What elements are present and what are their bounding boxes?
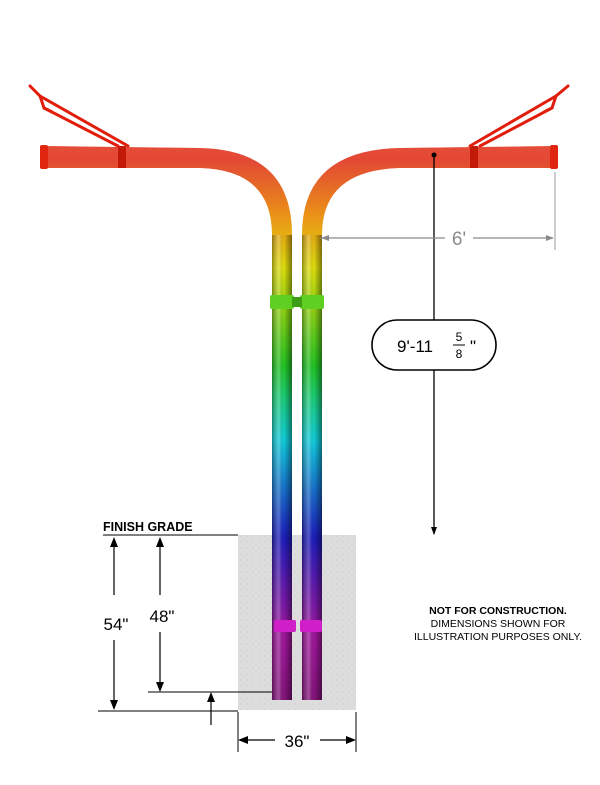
height-fraction-denominator: 8 (456, 347, 463, 361)
note-line-2: DIMENSIONS SHOWN FOR (431, 618, 566, 630)
embed-depth-label: 48" (150, 607, 175, 626)
left-luminaire-bracket (28, 84, 130, 148)
arm-reach-label: 6' (452, 229, 466, 250)
arm-reach-dimension: 6' (320, 172, 556, 250)
concrete-footing (238, 535, 356, 710)
left-arm-endcap (40, 145, 48, 169)
right-arm-endcap (550, 145, 558, 169)
footing-width-label: 36" (285, 732, 310, 751)
right-arm-collar (470, 146, 478, 168)
height-inch-mark: " (470, 337, 476, 356)
right-luminaire-bracket (468, 84, 570, 148)
right-pole-shade (302, 235, 322, 700)
base-collars (274, 620, 322, 632)
note-line-3: ILLUSTRATION PURPOSES ONLY. (414, 631, 582, 643)
left-arm (40, 145, 292, 700)
left-arm-collar (118, 146, 126, 168)
footing-depth-dimension: 54" (98, 537, 238, 712)
embed-depth-dimension: 48" (148, 537, 272, 693)
finish-grade-label: FINISH GRADE (103, 520, 193, 534)
base-offset-arrow (207, 692, 215, 725)
finish-grade: FINISH GRADE (103, 520, 238, 536)
disclaimer-note: NOT FOR CONSTRUCTION. DIMENSIONS SHOWN F… (414, 605, 582, 643)
footing-depth-label: 54" (104, 615, 129, 634)
height-label: 9'-11 (397, 337, 433, 356)
height-dimension: 9'-11 5 8 " (371, 152, 497, 535)
right-arm (302, 145, 558, 700)
height-fraction-numerator: 5 (456, 330, 463, 344)
footing-width-dimension: 36" (237, 712, 357, 752)
note-line-1: NOT FOR CONSTRUCTION. (429, 605, 567, 617)
mid-collars (270, 295, 324, 309)
left-pole-shade (272, 235, 292, 700)
height-dimension-bubble (371, 319, 497, 371)
